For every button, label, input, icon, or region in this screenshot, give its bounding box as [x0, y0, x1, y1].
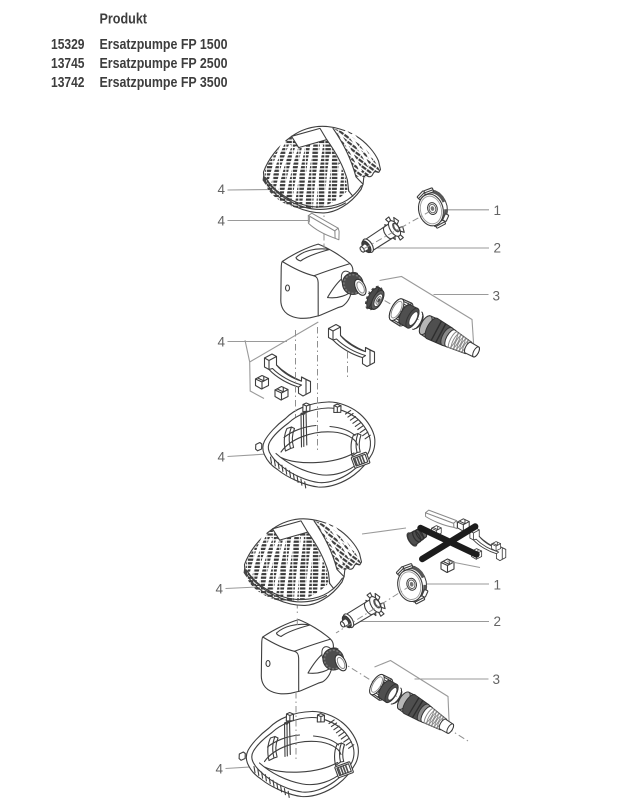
svg-text:4: 4	[216, 582, 224, 597]
svg-text:4: 4	[218, 182, 226, 197]
svg-text:1: 1	[494, 578, 502, 593]
svg-text:15329: 15329	[51, 36, 85, 53]
svg-text:2: 2	[494, 614, 502, 629]
svg-text:4: 4	[218, 335, 226, 350]
svg-text:Ersatzpumpe FP 3500: Ersatzpumpe FP 3500	[100, 74, 228, 91]
svg-text:4: 4	[216, 762, 224, 777]
svg-text:13745: 13745	[51, 55, 85, 72]
svg-text:13742: 13742	[51, 74, 85, 91]
svg-text:Ersatzpumpe FP 2500: Ersatzpumpe FP 2500	[100, 55, 228, 72]
svg-text:4: 4	[218, 450, 226, 465]
svg-text:4: 4	[218, 214, 226, 229]
svg-text:Produkt: Produkt	[100, 11, 148, 28]
svg-text:1: 1	[494, 203, 502, 218]
svg-text:3: 3	[493, 289, 501, 304]
svg-text:3: 3	[493, 672, 501, 687]
svg-text:2: 2	[494, 240, 502, 255]
svg-text:Ersatzpumpe FP 1500: Ersatzpumpe FP 1500	[100, 36, 228, 53]
